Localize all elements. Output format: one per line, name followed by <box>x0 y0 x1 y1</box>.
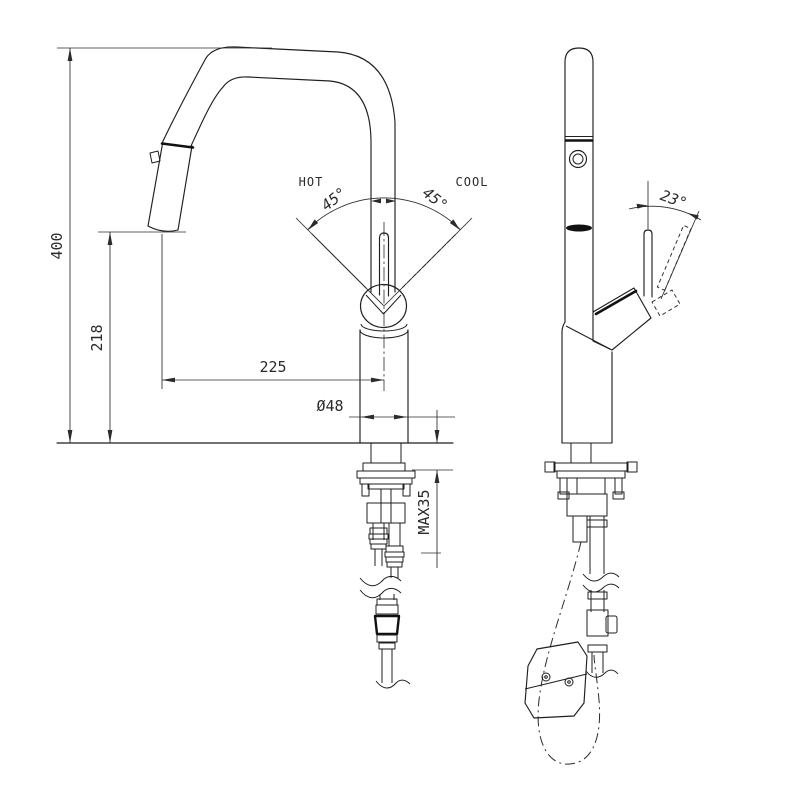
faucet-body-front <box>359 222 409 444</box>
hose-break-line <box>582 583 620 593</box>
spout-arch <box>162 46 396 293</box>
dim-225-label: 225 <box>259 358 286 376</box>
check-valve <box>586 609 609 637</box>
supply-hoses-front <box>359 523 411 689</box>
spray-head <box>147 140 195 232</box>
cool-label: COOL <box>456 175 489 189</box>
mounting-hardware-front <box>356 443 416 524</box>
dim-d48-label: Ø48 <box>316 397 343 415</box>
swing-angle-right-label: 45° <box>419 184 451 215</box>
handle-ghost-right <box>401 233 457 289</box>
dim-overall-height: 400 <box>48 47 272 443</box>
front-view: HOT COOL 45° 45° 400 218 <box>48 46 489 689</box>
dim-218-label: 218 <box>88 324 106 351</box>
hose-break-line <box>375 679 411 689</box>
dim-diameter: Ø48 <box>316 397 455 420</box>
pullout-hose-loop <box>524 541 601 765</box>
hose-break-line <box>582 572 620 582</box>
tilt-angle-label: 23° <box>658 186 690 212</box>
hose-break-line <box>585 669 619 678</box>
hot-label: HOT <box>299 175 324 189</box>
handle-side <box>643 210 700 317</box>
handle-tilt-annotation: 23° <box>628 181 702 229</box>
spray-mode-button <box>568 149 588 169</box>
handle-collar-side <box>592 287 652 351</box>
dim-reach: 225 <box>161 234 384 389</box>
hose-break-line <box>359 587 402 599</box>
handle-ghost-tilted <box>656 224 692 291</box>
handle-front <box>378 232 390 297</box>
dim-400-label: 400 <box>48 232 66 259</box>
dim-max35-label: MAX35 <box>415 489 433 534</box>
faucet-body-side <box>561 47 613 444</box>
spray-button <box>149 150 161 164</box>
supply-hose-side <box>582 516 620 678</box>
side-view: 23° <box>524 47 702 765</box>
hose-counterweight <box>524 641 588 719</box>
dim-spout-height: 218 <box>88 231 186 443</box>
dim-max-counter: MAX35 <box>412 410 453 568</box>
hose-break-line <box>359 575 402 587</box>
handle-ghost-left <box>311 233 367 289</box>
collar-ghost-tilted <box>651 289 681 317</box>
mounting-hardware-side <box>544 443 638 543</box>
